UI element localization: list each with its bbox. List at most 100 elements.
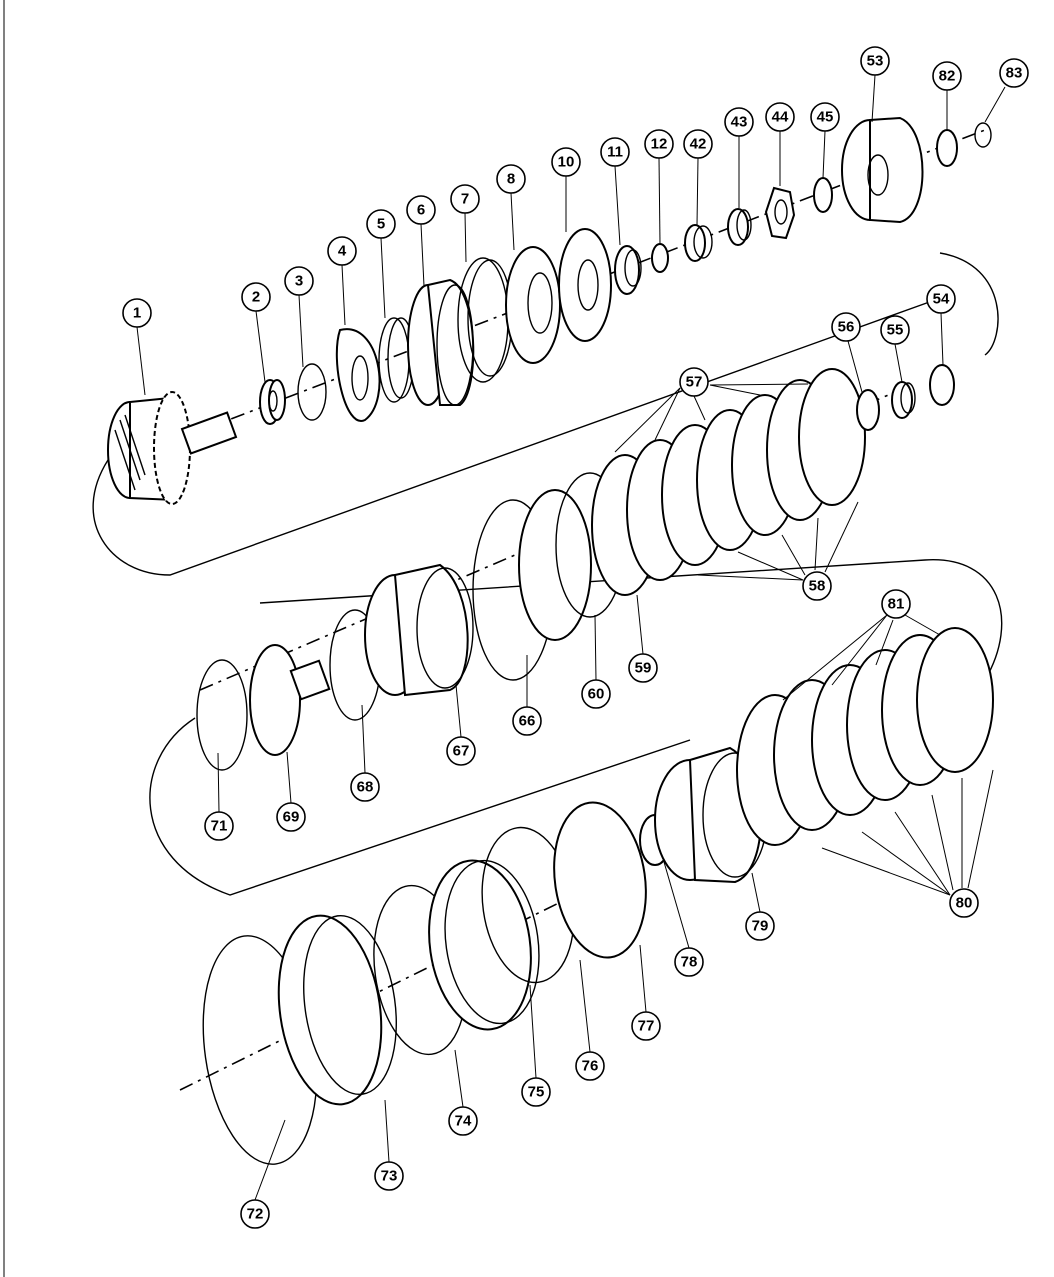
row2-parts [196,364,955,771]
callout-55: 55 [880,315,910,345]
callout-10: 10 [551,147,581,177]
svg-text:72: 72 [247,1206,264,1223]
part-8-thrust-plate [505,246,561,364]
callout-68: 68 [350,772,380,802]
svg-text:55: 55 [887,322,904,339]
callout-76: 76 [575,1051,605,1081]
callout-80: 80 [949,888,979,918]
svg-text:3: 3 [295,273,303,290]
callout-73: 73 [374,1161,404,1191]
svg-text:43: 43 [731,114,748,131]
svg-text:60: 60 [588,686,605,703]
callout-57: 57 [679,367,709,397]
svg-text:10: 10 [558,154,575,171]
svg-text:82: 82 [939,68,956,85]
svg-text:81: 81 [888,596,905,613]
part-83-snap-ring [974,122,992,148]
part-54-washer [929,364,955,406]
callout-2: 2 [241,282,271,312]
callout-54: 54 [926,284,956,314]
part-6-hub [407,278,475,406]
callout-1: 1 [122,298,152,328]
part-12-washer [651,243,669,273]
callout-83: 83 [999,58,1029,88]
callout-56: 56 [831,312,861,342]
svg-text:54: 54 [933,291,950,308]
callout-5: 5 [366,209,396,239]
svg-text:1: 1 [133,305,141,322]
svg-text:74: 74 [455,1113,472,1130]
part-77-spring [553,801,647,959]
callout-60: 60 [581,679,611,709]
callout-53: 53 [860,46,890,76]
connector-row1-row2-right [939,252,999,356]
callout-11: 11 [600,137,630,167]
callout-77: 77 [631,1011,661,1041]
svg-text:57: 57 [686,374,703,391]
callout-3: 3 [284,266,314,296]
callout-82: 82 [932,61,962,91]
svg-text:56: 56 [838,319,855,336]
svg-text:76: 76 [582,1058,599,1075]
callout-6: 6 [406,195,436,225]
svg-text:79: 79 [752,918,769,935]
svg-text:78: 78 [681,954,698,971]
part-45-washer [813,177,833,213]
svg-text:71: 71 [211,818,228,835]
svg-text:66: 66 [519,713,536,730]
callout-72: 72 [240,1199,270,1229]
part-53-gear [841,116,924,224]
part-56-washer [856,389,880,431]
part-4-plate [335,328,381,422]
callout-42: 42 [683,129,713,159]
part-67-drum [364,563,474,697]
part-2-bearing [259,379,286,425]
callout-69: 69 [276,802,306,832]
part-82-washer [936,129,958,167]
svg-text:67: 67 [453,743,470,760]
svg-text:75: 75 [528,1084,545,1101]
svg-text:44: 44 [772,109,789,126]
callout-59: 59 [628,653,658,683]
svg-text:11: 11 [607,144,623,161]
part-43-bearing [727,208,752,246]
callout-74: 74 [448,1106,478,1136]
svg-text:68: 68 [357,779,374,796]
callout-79: 79 [745,911,775,941]
callout-45: 45 [810,102,840,132]
part-69-gear [249,644,331,756]
part-10-washer [558,228,612,342]
part-3-snap-ring [297,363,327,421]
part-44-nut [764,186,796,240]
svg-text:6: 6 [417,202,425,219]
row1-parts [107,116,992,505]
callout-81: 81 [881,589,911,619]
connector-row1-row2-left [92,299,936,576]
callout-43: 43 [724,107,754,137]
connector-loops [92,252,1003,896]
leader-lines [136,74,1006,1201]
callout-8: 8 [496,164,526,194]
svg-text:45: 45 [817,109,834,126]
svg-text:58: 58 [809,578,826,595]
svg-text:53: 53 [867,53,884,70]
part-60-plate [518,489,592,641]
connector-row2-row3-left [149,717,691,896]
callout-71: 71 [204,811,234,841]
connector-row2-row3-right [259,559,1003,681]
callouts: 1 2 3 4 5 6 7 8 10 11 12 42 43 44 45 53 … [122,46,1029,1229]
callout-4: 4 [327,236,357,266]
svg-text:80: 80 [956,895,973,912]
part-73-piston [277,914,397,1106]
svg-text:42: 42 [690,136,707,153]
svg-text:69: 69 [283,809,300,826]
svg-text:8: 8 [507,171,515,188]
part-5-ring [378,317,410,403]
row3-parts [202,627,994,1165]
svg-text:5: 5 [377,216,385,233]
callout-58: 58 [802,571,832,601]
clutch-pack-80-81 [736,627,994,846]
svg-text:4: 4 [338,243,347,260]
part-71-snap-ring [196,659,248,771]
